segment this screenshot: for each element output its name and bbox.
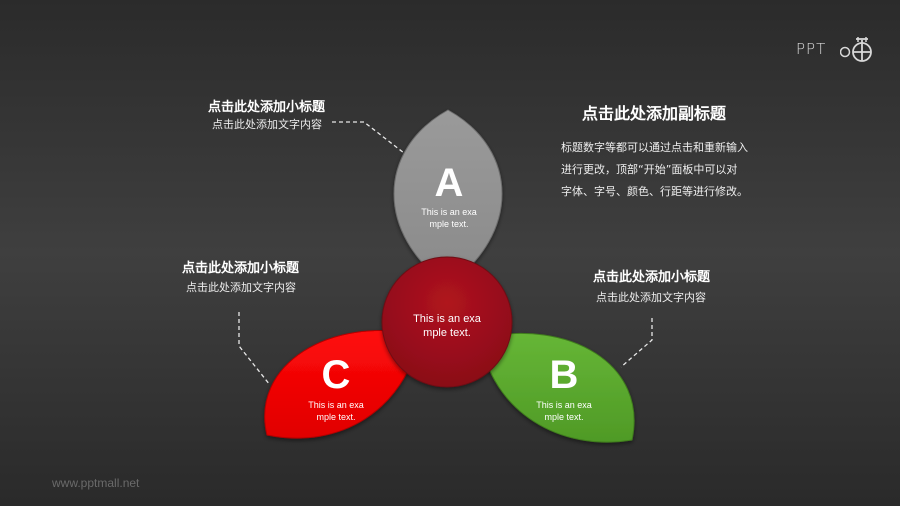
- center-circle[interactable]: [381, 256, 513, 388]
- center-text-line2: mple text.: [423, 327, 471, 339]
- connector-a: [332, 121, 405, 154]
- description-line: 进行更改，顶部“开始”面板中可以对: [561, 163, 738, 176]
- callout-b-body: 点击此处添加文字内容: [596, 291, 706, 304]
- description-line: 标题数字等都可以通过点击和重新输入: [561, 141, 748, 154]
- petal-a-letter: A: [435, 161, 464, 205]
- callout-a-body: 点击此处添加文字内容: [212, 118, 322, 131]
- petal-a-text-line2: mple text.: [429, 219, 468, 229]
- subtitle-description: 标题数字等都可以通过点击和重新输入 进行更改，顶部“开始”面板中可以对 字体、字…: [561, 137, 761, 203]
- petal-c-letter: C: [322, 353, 351, 397]
- center-text-line1: This is an exa: [413, 313, 482, 325]
- ppt-logo-icon: [840, 37, 872, 62]
- description-line: 字体、字号、颜色、行距等进行修改。: [561, 185, 748, 198]
- petal-b-text-line2: mple text.: [544, 412, 583, 422]
- petal-c-text-line2: mple text.: [316, 412, 355, 422]
- callout-b-title: 点击此处添加小标题: [593, 270, 711, 285]
- petal-b-letter: B: [550, 353, 579, 397]
- connector-c: [238, 312, 271, 386]
- callout-c-title: 点击此处添加小标题: [182, 261, 300, 276]
- connector-b: [620, 318, 653, 368]
- logo-text: PPT: [796, 40, 827, 58]
- petal-a-text-line1: This is an exa: [421, 207, 477, 217]
- watermark: www.pptmall.net: [52, 476, 140, 490]
- ppt-logo: PPT: [796, 34, 876, 64]
- callout-c-body: 点击此处添加文字内容: [186, 281, 296, 294]
- subtitle-title: 点击此处添加副标题: [582, 104, 727, 123]
- petal-b-text-line1: This is an exa: [536, 400, 592, 410]
- callout-a-title: 点击此处添加小标题: [208, 100, 326, 115]
- petal-c-text-line1: This is an exa: [308, 400, 364, 410]
